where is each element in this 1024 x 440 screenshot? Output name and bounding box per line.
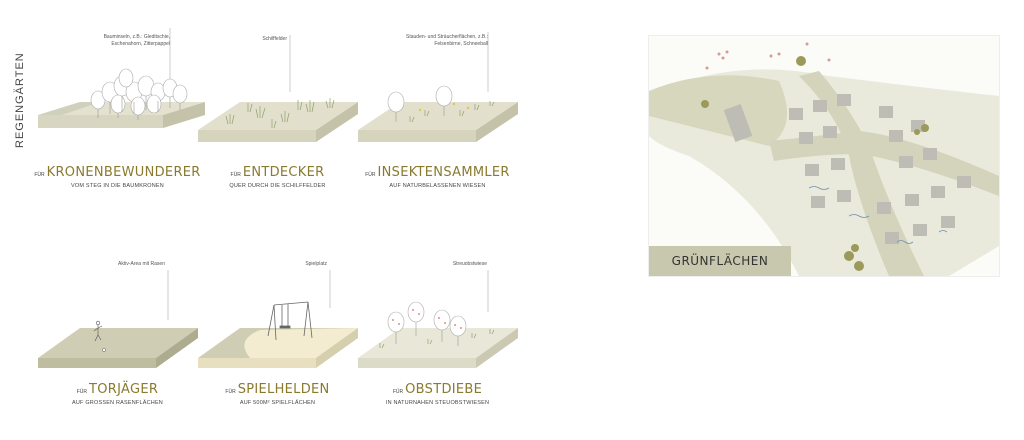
callout-label: Aktiv-Area mit Rasen xyxy=(118,261,165,267)
panel-kronenbewunderer: Bauminseln, z.B.: Gleditschie, Eschenaho… xyxy=(30,20,205,220)
green-space-site-map: GRÜNFLÄCHEN xyxy=(648,35,1000,277)
lawn-illustration xyxy=(38,270,198,368)
player-figure xyxy=(93,320,103,342)
map-label: GRÜNFLÄCHEN xyxy=(649,246,791,276)
reed-field-illustration xyxy=(198,35,358,142)
panel-subtitle: IN NATURNAHEN STEUOBSTWIESEN xyxy=(385,400,490,406)
callout-label: Stauden- und Sträucherflächen, z.B.: Fel… xyxy=(406,34,488,47)
swing-set xyxy=(267,301,313,341)
orchard-illustration xyxy=(358,270,518,368)
callout-label: Schilffelder xyxy=(262,36,287,42)
panel-title: INSEKTENSAMMLER xyxy=(377,165,510,180)
site-plan-drawing xyxy=(649,42,999,276)
panel-title: OBSTDIEBE xyxy=(405,382,483,397)
panel-title: KRONENBEWUNDERER xyxy=(46,165,201,180)
panel-subtitle: AUF GROSSEN RASENFLÄCHEN xyxy=(72,400,163,406)
panel-title: SPIELHELDEN xyxy=(237,382,330,397)
panel-insektensammler: Stauden- und Sträucherflächen, z.B.: Fel… xyxy=(350,20,525,220)
callout-label: Streuobstwiese xyxy=(452,261,487,267)
panel-subtitle: AUF NATURBELASSENEN WIESEN xyxy=(389,183,486,189)
callout-label: Bauminseln, z.B.: Gleditschie, Eschenaho… xyxy=(103,34,170,47)
playground-illustration xyxy=(198,270,358,368)
panel-title: TORJÄGER xyxy=(89,382,159,397)
panel-title: ENTDECKER xyxy=(242,165,325,180)
panel-subtitle: VOM STEG IN DIE BAUMKRONEN xyxy=(71,183,164,189)
panel-subtitle: QUER DURCH DIE SCHILFFELDER xyxy=(229,183,326,189)
side-title: REGENGÄRTEN xyxy=(14,52,26,148)
callout-label: Spielplatz xyxy=(305,261,327,267)
tree-island-illustration xyxy=(38,28,205,128)
panel-subtitle: AUF 500M² SPIELFLÄCHEN xyxy=(239,400,316,406)
meadow-illustration xyxy=(358,32,518,142)
